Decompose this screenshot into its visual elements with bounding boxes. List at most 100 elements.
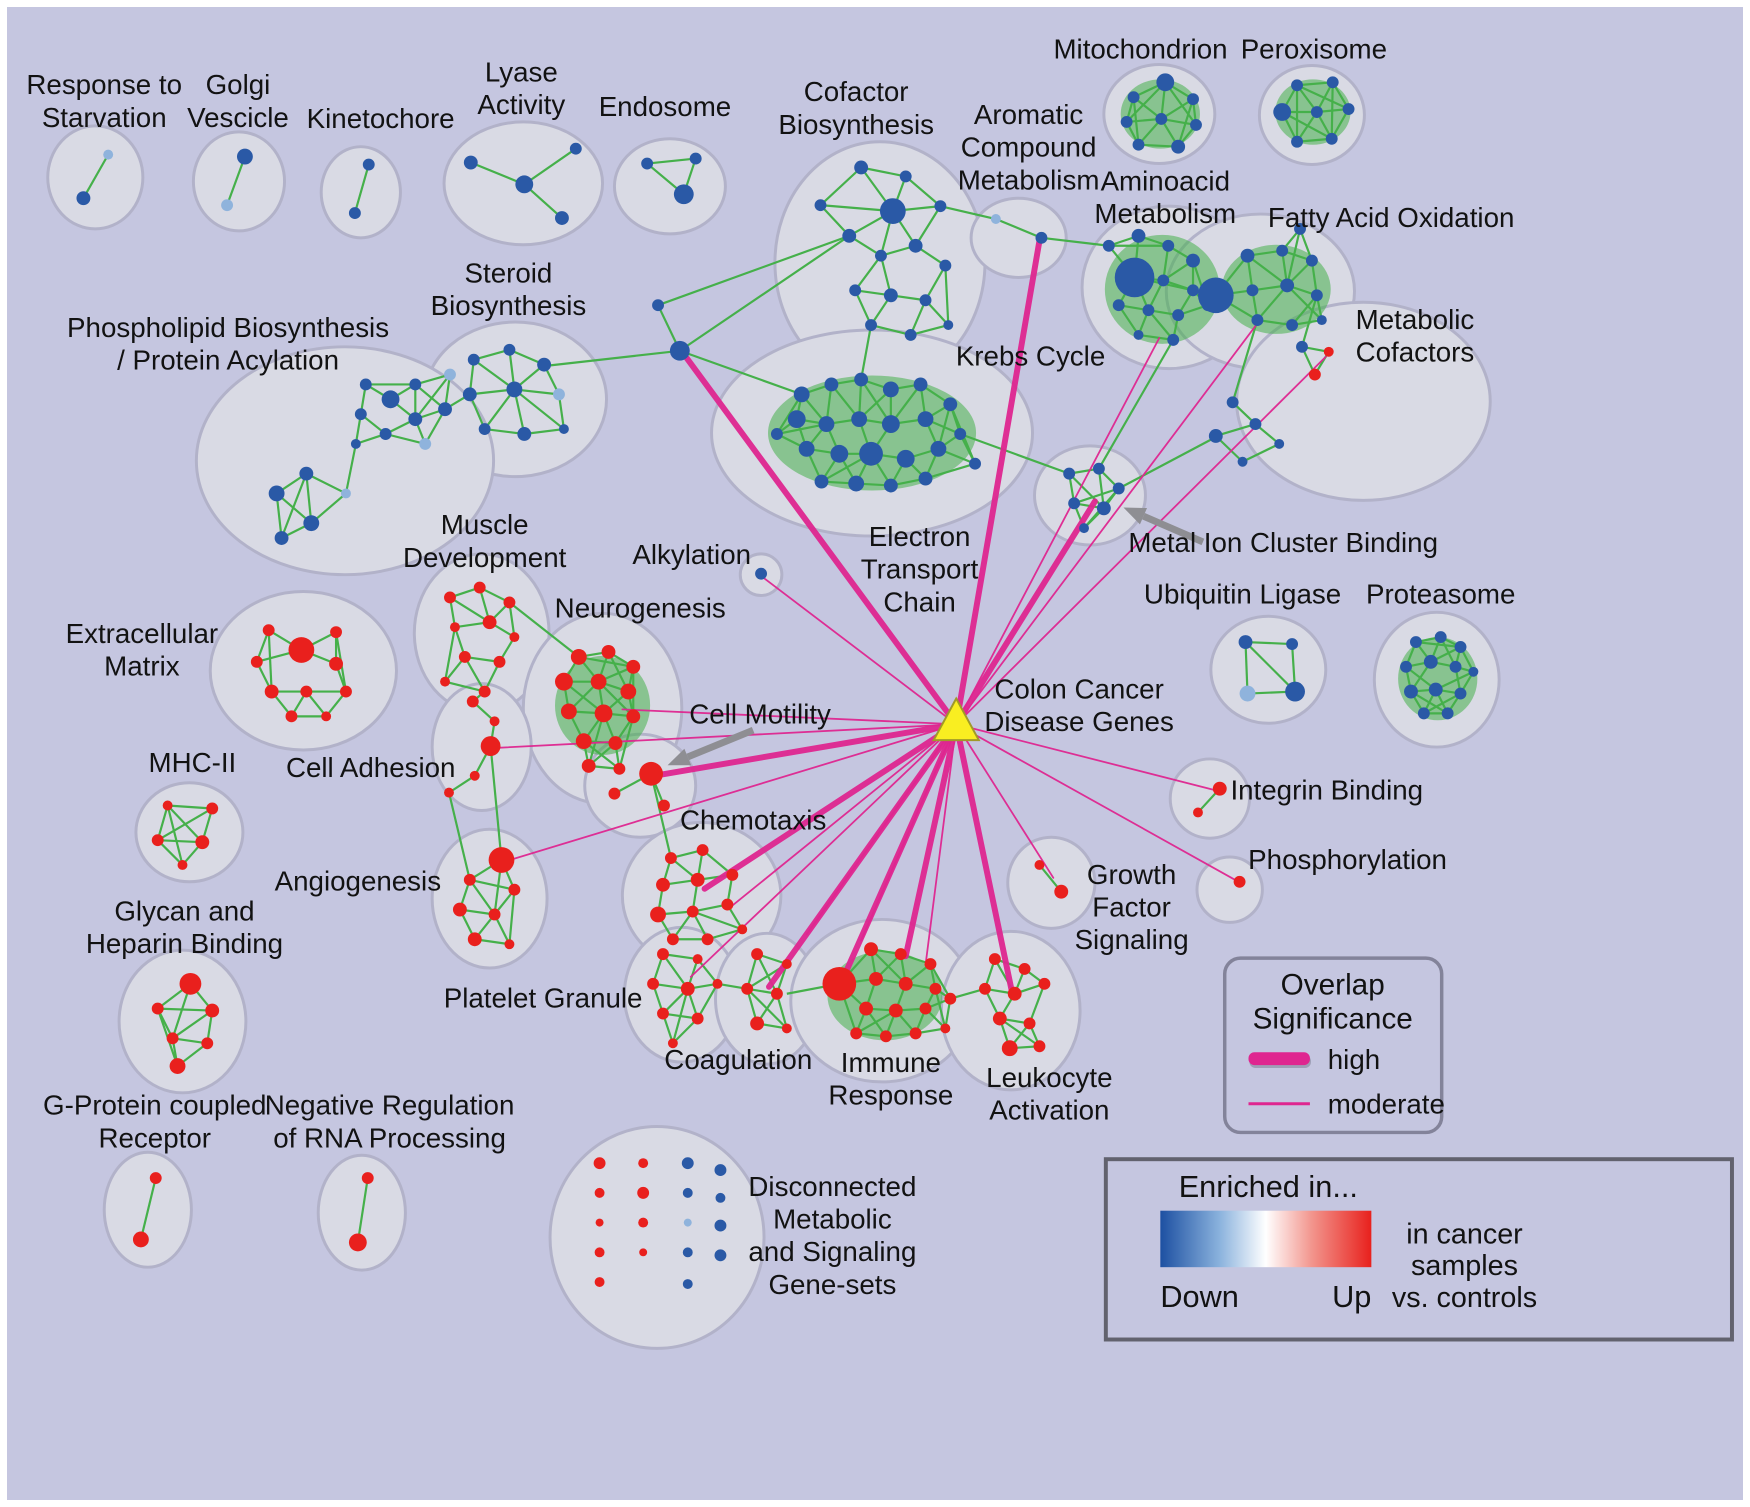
pointer-arrow-line-1: [686, 727, 755, 761]
glycan-heparin-binding-node: [205, 1003, 220, 1018]
peroxisome-node: [1291, 135, 1303, 148]
steroid-biosynthesis-node: [462, 387, 477, 402]
edge: [1068, 472, 1105, 510]
inter-cluster-edge: [447, 792, 471, 881]
electron-transport-chain-node: [830, 444, 849, 463]
metal-ion-cluster-binding-node: [1068, 497, 1081, 510]
edge: [305, 472, 347, 495]
endosome-node: [689, 152, 702, 165]
neurogenesis-node: [613, 762, 626, 775]
lyase-activity-node: [463, 155, 478, 170]
edge: [1423, 692, 1462, 715]
phospholipid-biosynthesis-node: [381, 390, 400, 409]
edge: [468, 879, 496, 916]
metabolic-cofactors-node: [1237, 456, 1248, 467]
immune-response-node: [879, 1030, 892, 1043]
edge: [1296, 111, 1318, 143]
edge: [905, 175, 942, 207]
electron-transport-chain-node: [859, 441, 883, 466]
coagulation-node: [750, 1016, 765, 1031]
edge: [647, 157, 696, 165]
edge: [166, 805, 184, 866]
extracellular-matrix-node: [321, 711, 332, 722]
negative-regulation-rna-processing-node: [348, 1233, 367, 1252]
immune-response-node: [888, 1003, 903, 1018]
metal-ion-cluster-binding-node: [1092, 462, 1105, 475]
inter-cluster-edge: [547, 349, 680, 367]
edge: [1291, 294, 1318, 326]
disconnected-gene-sets-node: [594, 1247, 605, 1258]
fatty-acid-oxidation-node: [1276, 244, 1289, 257]
proteasome-node: [1468, 666, 1479, 677]
edge: [870, 323, 911, 336]
alkylation-label: Alkylation: [632, 539, 751, 570]
edge: [443, 626, 457, 682]
electron-transport-chain-node: [824, 377, 839, 392]
phospholipid-biosynthesis-node: [408, 412, 423, 427]
overlap-edge-moderate: [955, 355, 1327, 726]
overlap-legend-box: [1222, 956, 1444, 1135]
electron-transport-chain-node: [793, 386, 810, 403]
disconnected-gene-sets-bubble: [548, 1125, 766, 1350]
peroxisome-node: [1310, 106, 1323, 118]
edge: [463, 656, 486, 693]
overlap-edge-moderate: [924, 723, 958, 966]
edge: [1160, 98, 1194, 120]
aminoacid-metabolism-node: [1157, 274, 1170, 287]
cofactor-biosynthesis-node: [875, 249, 887, 262]
edge: [1410, 690, 1449, 715]
fatty-acid-oxidation-label: Fatty Acid Oxidation: [1268, 202, 1515, 233]
enrichment-note-line3: vs. controls: [1392, 1282, 1537, 1314]
edge: [280, 473, 308, 539]
disconnected-gene-sets-node: [638, 1217, 649, 1228]
golgi-vescicle-node: [236, 148, 253, 165]
fatty-acid-oxidation-node: [1310, 289, 1323, 302]
immune-response-node: [822, 966, 857, 1001]
edge: [855, 1009, 897, 1035]
cell-adhesion-label: Cell Adhesion: [286, 752, 456, 783]
enrichment-down-label: Down: [1160, 1279, 1239, 1314]
edge: [756, 953, 778, 995]
edge: [353, 164, 370, 214]
muscle-development-node: [509, 632, 520, 643]
fatty-acid-oxidation-node: [1316, 315, 1327, 326]
metabolic-cofactors-node: [1226, 396, 1239, 409]
neurogenesis-node: [594, 704, 613, 723]
extracellular-matrix-node: [250, 655, 263, 668]
overlap-edge-high: [701, 721, 960, 892]
negative-regulation-rna-processing-node: [361, 1172, 374, 1184]
phospholipid-biosynthesis-node: [409, 378, 422, 391]
immune-response-node: [864, 942, 878, 957]
cofactor-biosynthesis-node: [899, 170, 912, 183]
mitochondrion-node: [1190, 118, 1202, 131]
edge: [157, 1007, 213, 1012]
endosome-bubble: [612, 137, 727, 236]
cofactor-biosynthesis-node: [865, 319, 877, 331]
leukocyte-activation-node: [1038, 977, 1051, 990]
mhc-ii-node: [151, 834, 164, 847]
ubiquitin-ligase-label: Ubiquitin Ligase: [1144, 578, 1341, 609]
ubiquitin-ligase-node: [1238, 635, 1253, 649]
proteasome-node: [1428, 682, 1443, 697]
inter-cluster-edge: [657, 234, 850, 307]
aminoacid-metabolism-node: [1102, 239, 1115, 252]
aminoacid-metabolism-node: [1167, 333, 1180, 346]
inter-cluster-edge: [650, 773, 672, 859]
neurogenesis-node: [620, 683, 637, 700]
disconnected-gene-sets-node: [682, 1187, 693, 1198]
cofactor-biosynthesis-node: [854, 160, 869, 175]
edge: [696, 958, 719, 985]
cofactor-biosynthesis-node: [842, 228, 857, 243]
platelet-granule-node: [680, 981, 695, 996]
integrin-binding-node: [1193, 807, 1203, 818]
overlap-edge-moderate: [860, 723, 958, 942]
ubiquitin-ligase-node: [1285, 681, 1305, 702]
leukocyte-activation-node: [988, 953, 1001, 966]
